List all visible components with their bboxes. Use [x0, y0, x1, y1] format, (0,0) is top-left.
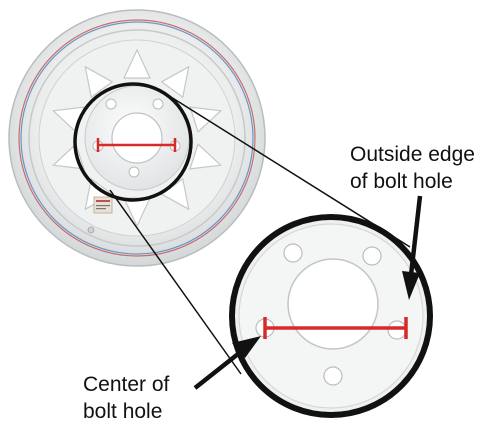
- connector-line-lower: [109, 189, 242, 375]
- zoomed-center-bore: [287, 258, 379, 350]
- zoomed-bolt-hole-top-right: [362, 246, 382, 266]
- outside-edge-label-line-1: Outside edge: [350, 143, 475, 166]
- zoom-detail-circle: [229, 214, 433, 418]
- zoom-source-circle: [73, 82, 193, 202]
- valve-hole: [87, 226, 95, 234]
- small-measurement-line: [96, 138, 177, 152]
- outside-edge-label-line-2: of bolt hole: [350, 170, 453, 193]
- zoomed-bolt-hole-bottom: [323, 366, 343, 386]
- rim-inner-lip: [28, 29, 246, 247]
- arrow-center: [193, 336, 261, 390]
- connector-line-upper: [162, 91, 411, 248]
- large-measurement-line: [263, 317, 408, 339]
- zoomed-detail: [229, 214, 433, 418]
- center-label-line-2: bolt hole: [83, 400, 163, 423]
- arrow-outside-edge: [402, 195, 423, 300]
- wheel: [8, 9, 266, 267]
- center-label: Center of bolt hole: [83, 371, 169, 425]
- rim-pinstripe-blue: [20, 21, 254, 255]
- center-bore: [111, 112, 163, 164]
- spoke-windows: [51, 48, 223, 228]
- center-label-line-1: Center of: [83, 373, 170, 396]
- zoomed-bolt-hole-top-left: [283, 243, 303, 263]
- outside-edge-label: Outside edge of bolt hole: [350, 141, 475, 195]
- zoomed-bolt-hole-right: [387, 320, 407, 340]
- rim-pinstripe-red: [18, 19, 256, 257]
